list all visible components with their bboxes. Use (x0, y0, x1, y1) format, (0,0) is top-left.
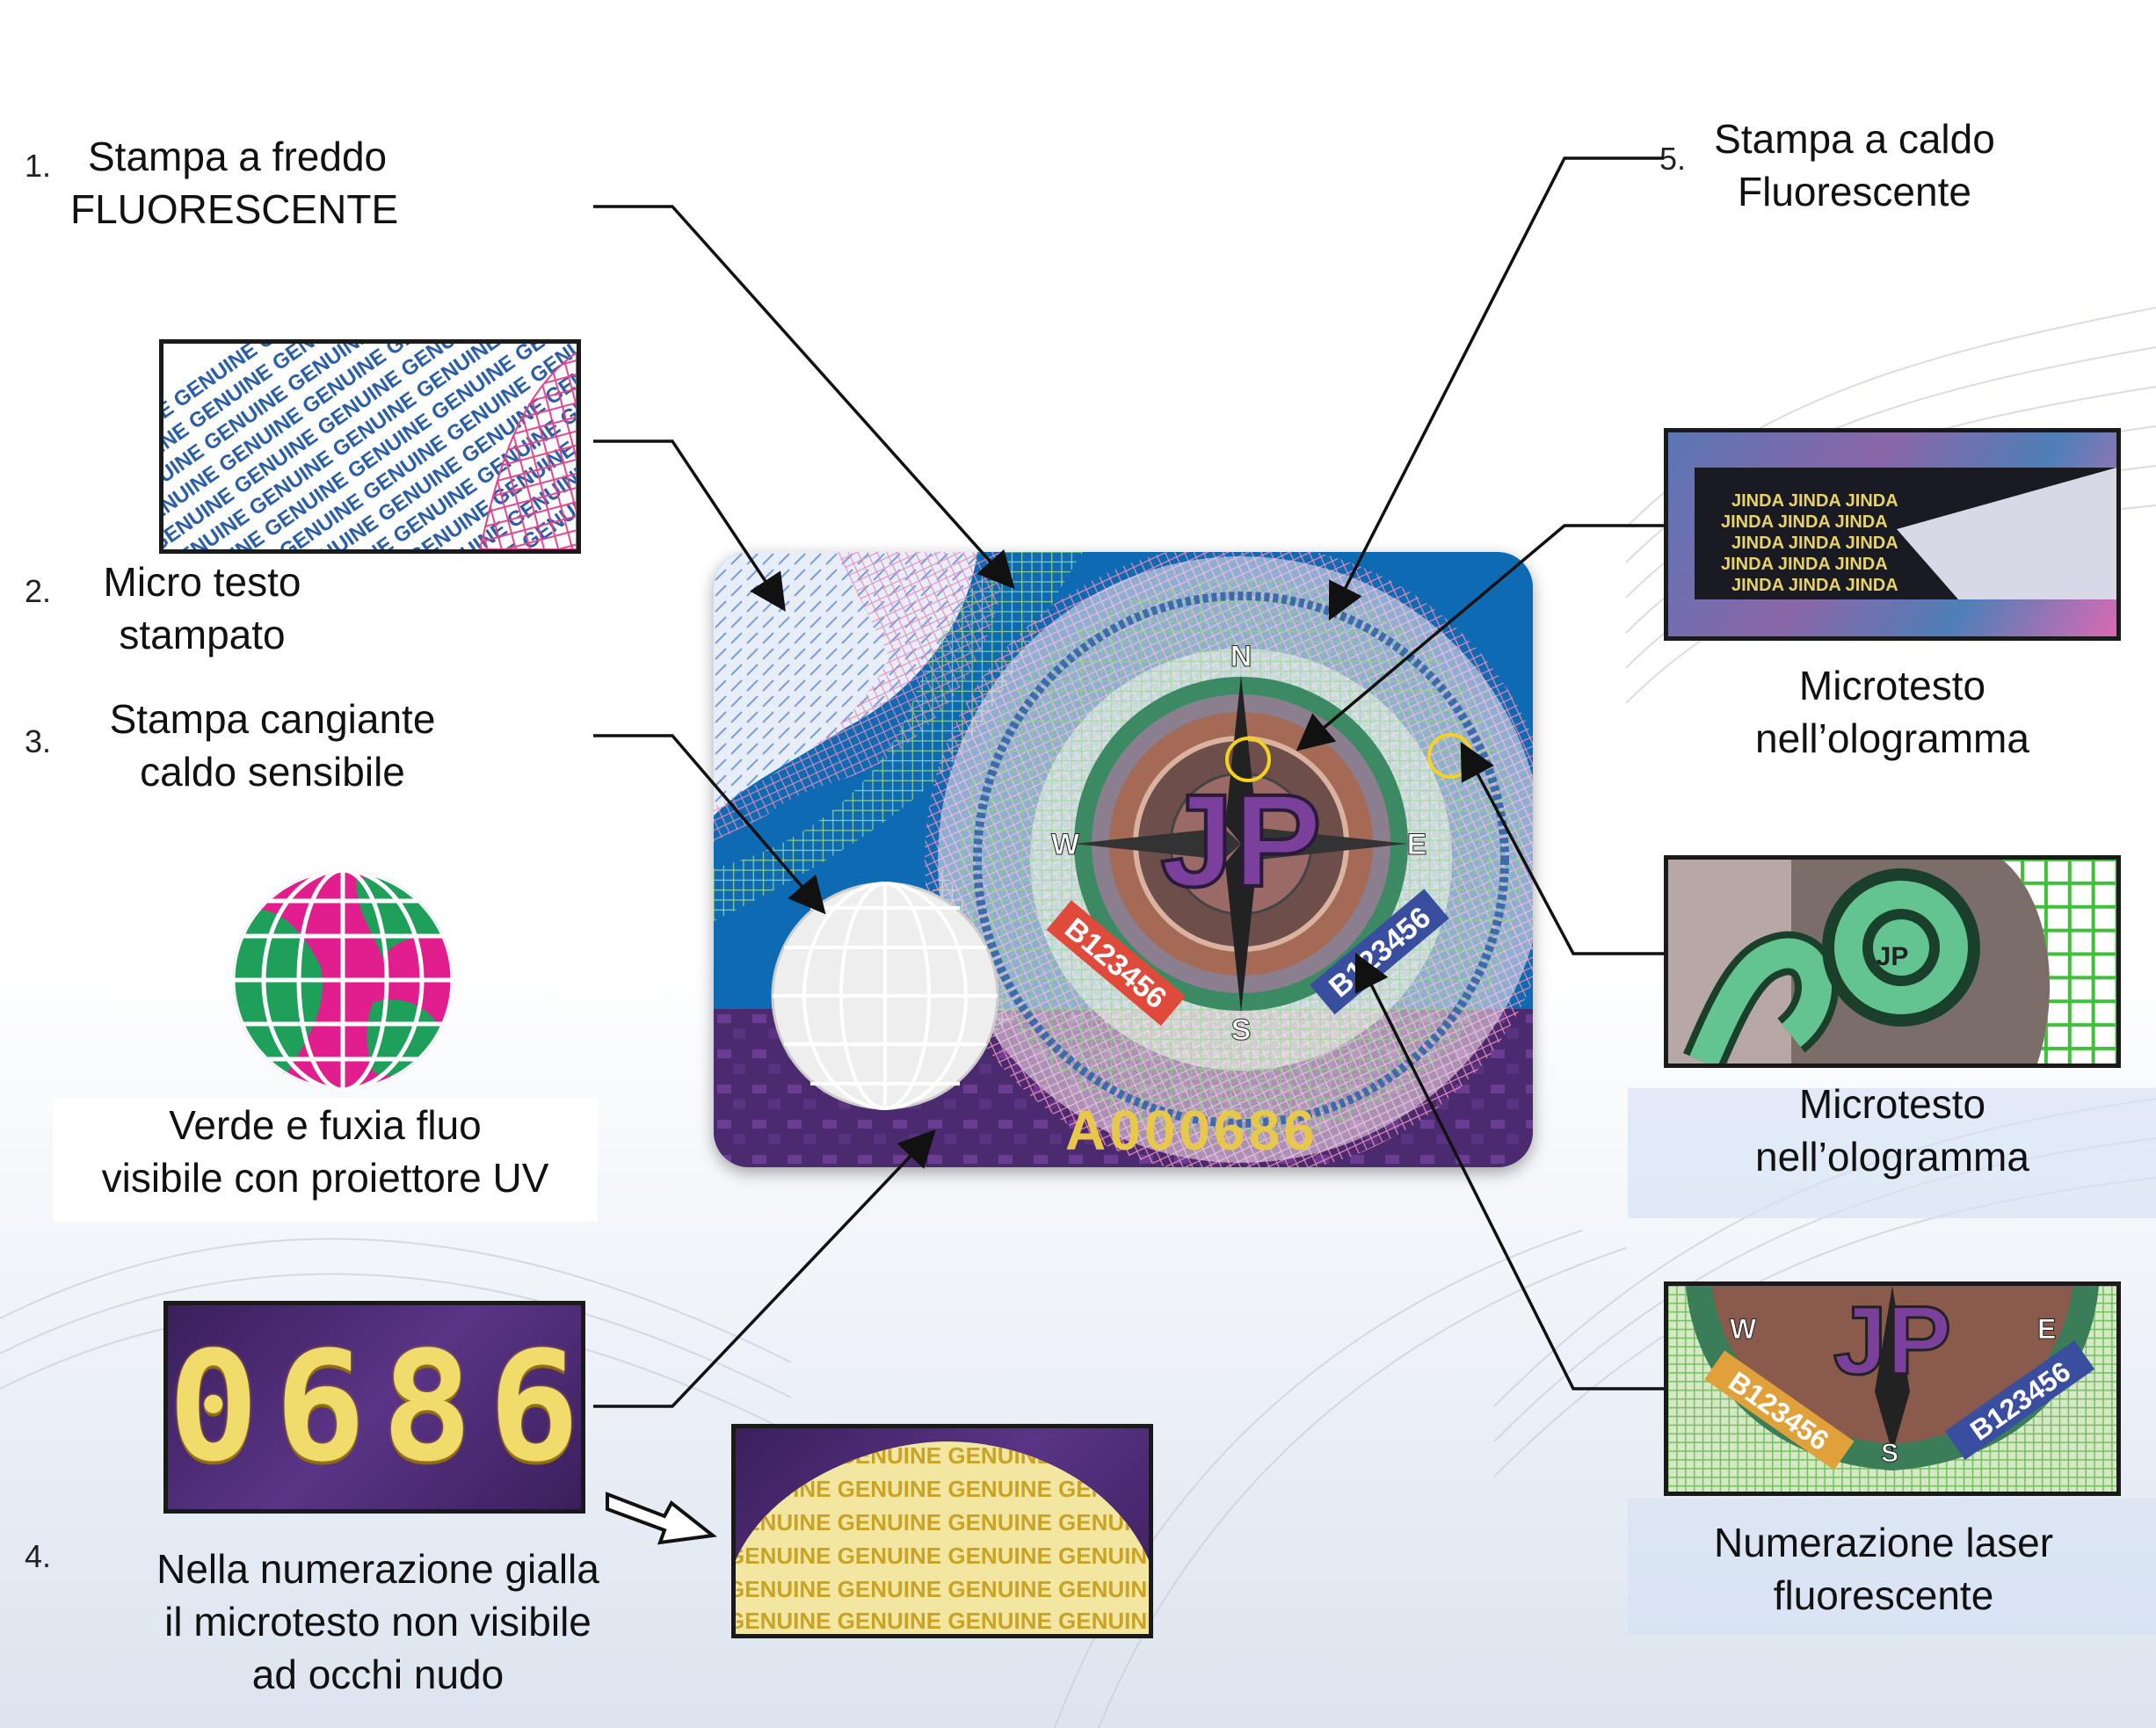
laser-numbering-zoom: JP W E S B123456 B123456 (1664, 1281, 2121, 1496)
laser-jp-monogram: JP (1833, 1287, 1952, 1395)
zoom-number-panel: 0686 (163, 1301, 585, 1514)
feature-2-line-1: Micro testo (103, 559, 301, 605)
hologram-microtext-zoom-2: JP (1664, 855, 2121, 1068)
jp-monogram: JP (1160, 766, 1321, 914)
right-caption-3-line-2: fluorescente (1773, 1572, 1994, 1618)
jp-swirl-zoom: JP (1668, 860, 2116, 1064)
microtext-genuine-pattern: GENUINE GENUINE GENUINE GENUINE GENUINE … (163, 344, 577, 549)
feature-4-line-2: il microtesto non visibile (164, 1599, 592, 1645)
card-artwork: JP N S W E B123456 B123456 (714, 552, 1533, 1167)
laser-compass-s: S (1881, 1439, 1898, 1468)
feature-3-number: 3. (25, 723, 52, 759)
hidden-microtext-row: GENUINE GENUINE GENUINE GENUINE GENUINE (736, 1576, 1149, 1602)
right-caption-2-bg (1628, 1088, 2156, 1218)
feature-4-line-1: Nella numerazione gialla (156, 1546, 599, 1592)
feature-5-label: Stampa a caldo Fluorescente (1670, 113, 2039, 218)
hologram-microtext-zoom-1: JINDA JINDA JINDA JINDA JINDA JINDA JIND… (1664, 428, 2121, 641)
feature-1-line-2: FLUORESCENTE (70, 186, 399, 232)
yellow-number-microtext-panel: GENUINE GENUINE GENUINE GENUINE GENUINE … (731, 1424, 1153, 1638)
compass-n: N (1230, 640, 1252, 673)
jinda-row: JINDA JINDA JINDA (1731, 491, 1898, 511)
compass-w: W (1051, 828, 1080, 861)
feature-2-label: Micro testo stampato (79, 555, 325, 661)
laser-numbering-artwork: JP W E S B123456 B123456 (1668, 1286, 2116, 1492)
hidden-microtext-row: GENUINE GENUINE GENUINE GENUINE GENUINE (736, 1608, 1149, 1634)
white-globe-icon (771, 882, 999, 1110)
feature-4-number: 4. (25, 1538, 52, 1574)
right-caption-2-line-2: nell’ologramma (1755, 1134, 2029, 1180)
globe-caption-line-1: Verde e fuxia fluo (169, 1102, 482, 1148)
hidden-microtext-row: GENUINE GENUINE GENUINE GENUINE GENUINE (736, 1543, 1149, 1569)
feature-4-label: Nella numerazione gialla il microtesto n… (105, 1543, 650, 1701)
jinda-row: JINDA JINDA JINDA (1731, 534, 1898, 553)
feature-5-line-2: Fluorescente (1738, 169, 1971, 214)
jinda-row: JINDA JINDA JINDA (1731, 576, 1898, 595)
right-caption-1-line-1: Microtesto (1798, 663, 1986, 708)
laser-compass-w: W (1730, 1313, 1757, 1345)
hidden-microtext-row: GENUINE GENUINE GENUINE GENUINE GENUINE (736, 1509, 1149, 1536)
right-caption-3-line-1: Numerazione laser (1713, 1520, 2054, 1565)
uv-globe-icon (233, 870, 453, 1090)
laser-compass-e: E (2037, 1313, 2056, 1345)
feature-1-line-1: Stampa a freddo (88, 134, 388, 179)
right-caption-3: Numerazione laser fluorescente (1655, 1516, 2112, 1622)
feature-2-line-2: stampato (119, 612, 286, 657)
compass-s: S (1231, 1013, 1252, 1047)
jinda-microtext-pattern: JINDA JINDA JINDA JINDA JINDA JINDA JIND… (1695, 468, 2116, 599)
feature-3-line-1: Stampa cangiante (109, 696, 436, 742)
zoom-number-text: 0686 (168, 1318, 585, 1495)
globe-caption-line-2: visibile con proiettore UV (101, 1155, 549, 1201)
feature-3-label: Stampa cangiante caldo sensibile (83, 693, 461, 798)
right-caption-1: Microtesto nell’ologramma (1664, 659, 2121, 765)
hidden-genuine-microtext: GENUINE GENUINE GENUINE GENUINE GENUINE … (736, 1441, 1149, 1634)
jp-micro-logo: JP (1877, 942, 1909, 971)
jinda-row: JINDA JINDA JINDA (1721, 555, 1888, 574)
hidden-microtext-row: GENUINE GENUINE GENUINE GENUINE GENUINE (736, 1476, 1149, 1502)
hidden-microtext-row: GENUINE GENUINE GENUINE GENUINE GENUINE (736, 1442, 1149, 1469)
right-caption-3-bg (1628, 1499, 2156, 1635)
hollow-arrow-icon (606, 1492, 717, 1545)
card-serial-number: A000686 (1065, 1099, 1318, 1162)
microtext-print-sample: GENUINE GENUINE GENUINE GENUINE GENUINE … (159, 339, 581, 554)
right-caption-1-line-2: nell’ologramma (1755, 715, 2029, 761)
feature-4-line-3: ad occhi nudo (251, 1652, 505, 1697)
feature-5-line-1: Stampa a caldo (1714, 116, 1995, 162)
right-caption-2-line-1: Microtesto (1798, 1081, 1986, 1127)
security-label-card: JP N S W E B123456 B123456 (714, 552, 1533, 1167)
feature-5-number: 5. (1659, 141, 1687, 177)
right-caption-2: Microtesto nell’ologramma (1664, 1078, 2121, 1183)
feature-3-line-2: caldo sensibile (140, 749, 405, 795)
feature-1-label: Stampa a freddo FLUORESCENTE (70, 130, 527, 236)
compass-e: E (1407, 828, 1427, 861)
globe-caption: Verde e fuxia fluo visibile con proietto… (53, 1099, 598, 1222)
jinda-row: JINDA JINDA JINDA (1721, 512, 1888, 532)
feature-1-number: 1. (25, 148, 52, 184)
feature-2-number: 2. (25, 573, 52, 609)
